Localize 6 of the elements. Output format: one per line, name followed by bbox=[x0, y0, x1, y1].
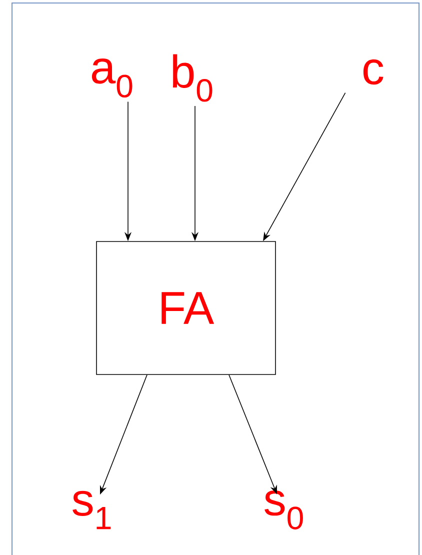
signal-label: a$_{0}$ bbox=[92, 58, 132, 98]
signal-label: b$_{0}$ bbox=[172, 54, 212, 102]
signal-label: s$_{1}$ bbox=[72, 490, 111, 530]
signal-label: c bbox=[363, 59, 384, 85]
signal-label: s$_{0}$ bbox=[264, 490, 303, 530]
process-box: FA bbox=[96, 241, 276, 375]
